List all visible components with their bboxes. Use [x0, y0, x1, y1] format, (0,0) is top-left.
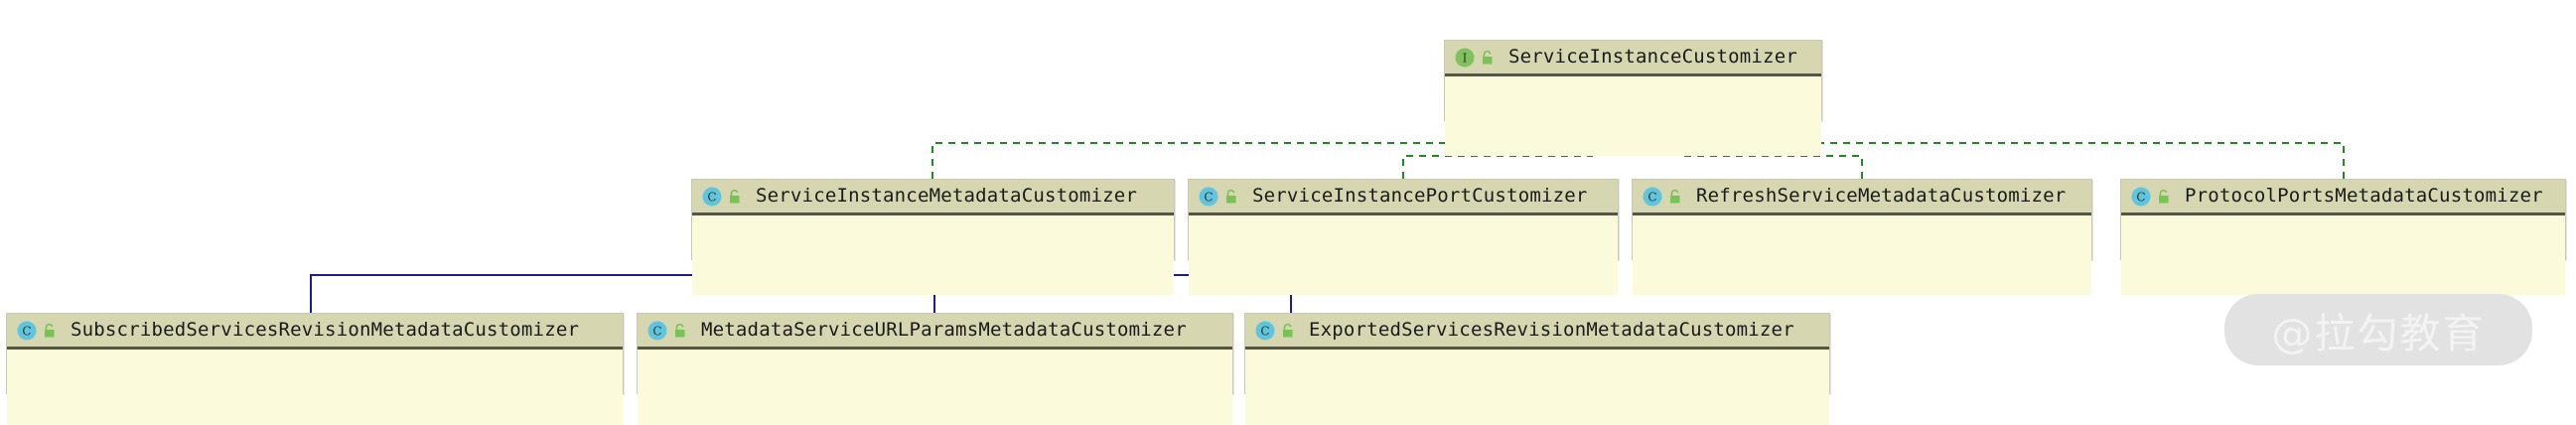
- uml-node-title: ExportedServicesRevisionMetadataCustomiz…: [1309, 319, 1794, 341]
- public-lock-icon: [38, 323, 57, 339]
- uml-node-title: ServiceInstanceCustomizer: [1508, 46, 1797, 68]
- uml-node-service-instance-customizer[interactable]: I ServiceInstanceCustomizer: [1444, 40, 1822, 156]
- public-lock-icon: [1219, 189, 1238, 205]
- class-icon: C: [1254, 320, 1276, 342]
- public-lock-icon: [1663, 189, 1682, 205]
- uml-node-header: C ServiceInstanceMetadataCustomizer: [692, 180, 1174, 215]
- uml-node-header: C ServiceInstancePortCustomizer: [1189, 180, 1618, 215]
- watermark-label: @拉勾教育: [2271, 310, 2486, 357]
- class-icon: C: [16, 320, 38, 342]
- svg-text:C: C: [652, 324, 661, 338]
- svg-text:C: C: [1204, 190, 1213, 204]
- public-lock-icon: [2152, 189, 2171, 205]
- watermark-badge: @拉勾教育: [2224, 294, 2532, 365]
- class-icon: C: [701, 186, 723, 208]
- edge-realization-service-instance-metadata-customizer: [931, 134, 1493, 179]
- uml-node-members: [1245, 350, 1829, 425]
- uml-node-header: I ServiceInstanceCustomizer: [1445, 41, 1821, 76]
- uml-node-members: [1633, 215, 2091, 295]
- svg-text:C: C: [22, 324, 31, 338]
- uml-node-header: C ExportedServicesRevisionMetadataCustomi…: [1245, 314, 1829, 350]
- uml-node-title: ServiceInstancePortCustomizer: [1252, 185, 1588, 207]
- uml-node-exported-services-revision-metadata-customizer[interactable]: C ExportedServicesRevisionMetadataCustomi…: [1244, 313, 1830, 425]
- uml-node-refresh-service-metadata-customizer[interactable]: C RefreshServiceMetadataCustomizer: [1632, 179, 2092, 295]
- uml-node-members: [692, 215, 1174, 295]
- uml-node-header: C RefreshServiceMetadataCustomizer: [1633, 180, 2091, 215]
- svg-text:I: I: [1463, 51, 1468, 65]
- svg-text:C: C: [1647, 190, 1656, 204]
- uml-node-members: [638, 350, 1232, 425]
- class-icon: C: [1198, 186, 1219, 208]
- public-lock-icon: [723, 189, 742, 205]
- uml-node-title: ServiceInstanceMetadataCustomizer: [756, 185, 1138, 207]
- uml-node-title: SubscribedServicesRevisionMetadataCustom…: [71, 319, 580, 341]
- uml-node-subscribed-services-revision-metadata-customizer[interactable]: C SubscribedServicesRevisionMetadataCusto…: [6, 313, 624, 425]
- svg-text:C: C: [2136, 190, 2145, 204]
- uml-node-members: [7, 350, 623, 425]
- uml-node-service-instance-metadata-customizer[interactable]: C ServiceInstanceMetadataCustomizer: [691, 179, 1175, 295]
- uml-node-title: RefreshServiceMetadataCustomizer: [1696, 185, 2067, 207]
- uml-node-header: C ProtocolPortsMetadataCustomizer: [2121, 180, 2565, 215]
- class-icon: C: [2130, 186, 2152, 208]
- uml-node-protocol-ports-metadata-customizer[interactable]: C ProtocolPortsMetadataCustomizer: [2120, 179, 2566, 295]
- uml-node-members: [1445, 76, 1821, 156]
- public-lock-icon: [1476, 50, 1495, 66]
- uml-node-header: C SubscribedServicesRevisionMetadataCusto…: [7, 314, 623, 350]
- edge-realization-protocol-ports-metadata-customizer: [1778, 134, 2345, 179]
- public-lock-icon: [668, 323, 687, 339]
- uml-node-members: [1189, 215, 1618, 295]
- class-icon: C: [646, 320, 668, 342]
- class-icon: C: [1642, 186, 1663, 208]
- uml-node-title: ProtocolPortsMetadataCustomizer: [2185, 185, 2543, 207]
- interface-icon: I: [1454, 47, 1476, 69]
- uml-node-service-instance-port-customizer[interactable]: C ServiceInstancePortCustomizer: [1188, 179, 1619, 295]
- uml-node-members: [2121, 215, 2565, 295]
- uml-node-metadata-service-url-params-metadata-customizer[interactable]: C MetadataServiceURLParamsMetadataCustomi…: [637, 313, 1233, 425]
- uml-node-title: MetadataServiceURLParamsMetadataCustomiz…: [701, 319, 1187, 341]
- public-lock-icon: [1276, 323, 1295, 339]
- svg-text:C: C: [707, 190, 716, 204]
- uml-node-header: C MetadataServiceURLParamsMetadataCustomi…: [638, 314, 1232, 350]
- svg-text:C: C: [1260, 324, 1269, 338]
